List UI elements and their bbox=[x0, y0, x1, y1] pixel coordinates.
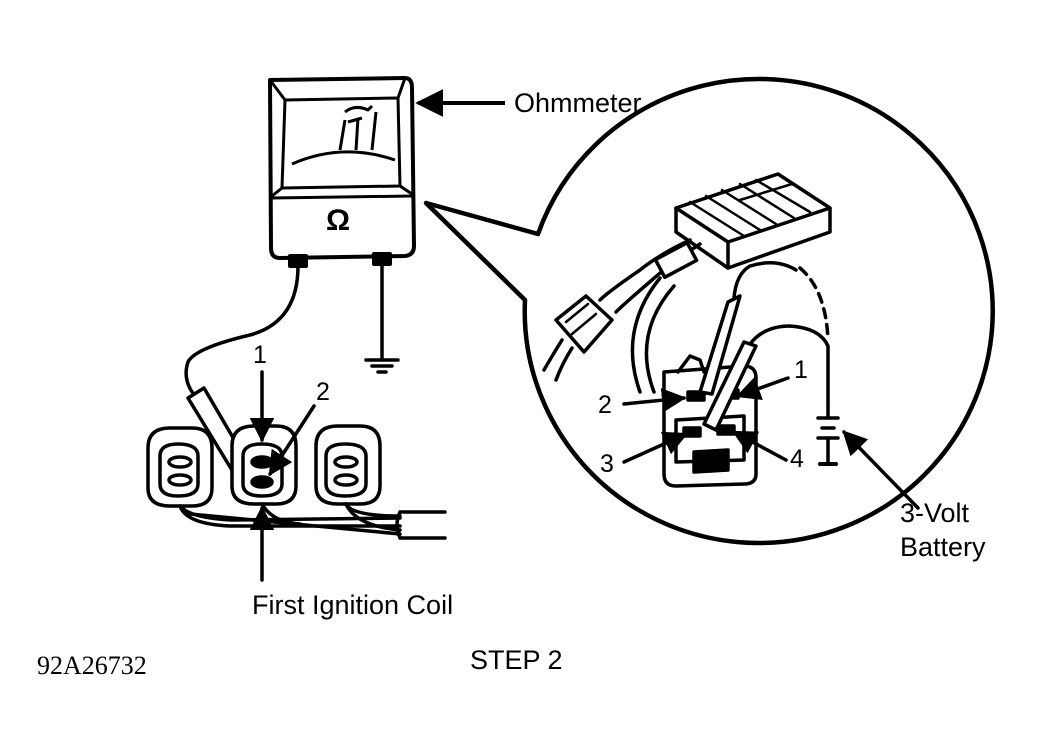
coil-terminal-2-label: 2 bbox=[316, 378, 330, 406]
ohmmeter-label: Ohmmeter bbox=[514, 88, 642, 118]
figure-code: 92A26732 bbox=[37, 651, 147, 680]
connector-terminal-1-label: 1 bbox=[794, 356, 808, 384]
connector-terminal-4-label: 4 bbox=[790, 445, 804, 473]
battery-icon bbox=[816, 406, 840, 466]
connector-terminal-3-label: 3 bbox=[600, 450, 614, 478]
connector-terminal-2-label: 2 bbox=[598, 391, 612, 419]
step-label: STEP 2 bbox=[470, 645, 563, 675]
left-coil-assembly bbox=[146, 262, 447, 582]
first-ignition-coil-label: First Ignition Coil bbox=[252, 590, 454, 620]
ohm-symbol: Ω bbox=[326, 204, 351, 237]
coil-terminal-1-label: 1 bbox=[253, 341, 267, 369]
detail-contents bbox=[542, 172, 920, 510]
battery-label-line1: 3-Volt bbox=[900, 498, 970, 528]
detail-callout bbox=[423, 76, 995, 546]
ohmmeter-icon bbox=[268, 76, 416, 268]
battery-label-line2: Battery bbox=[900, 532, 986, 562]
ground-icon bbox=[364, 358, 400, 374]
